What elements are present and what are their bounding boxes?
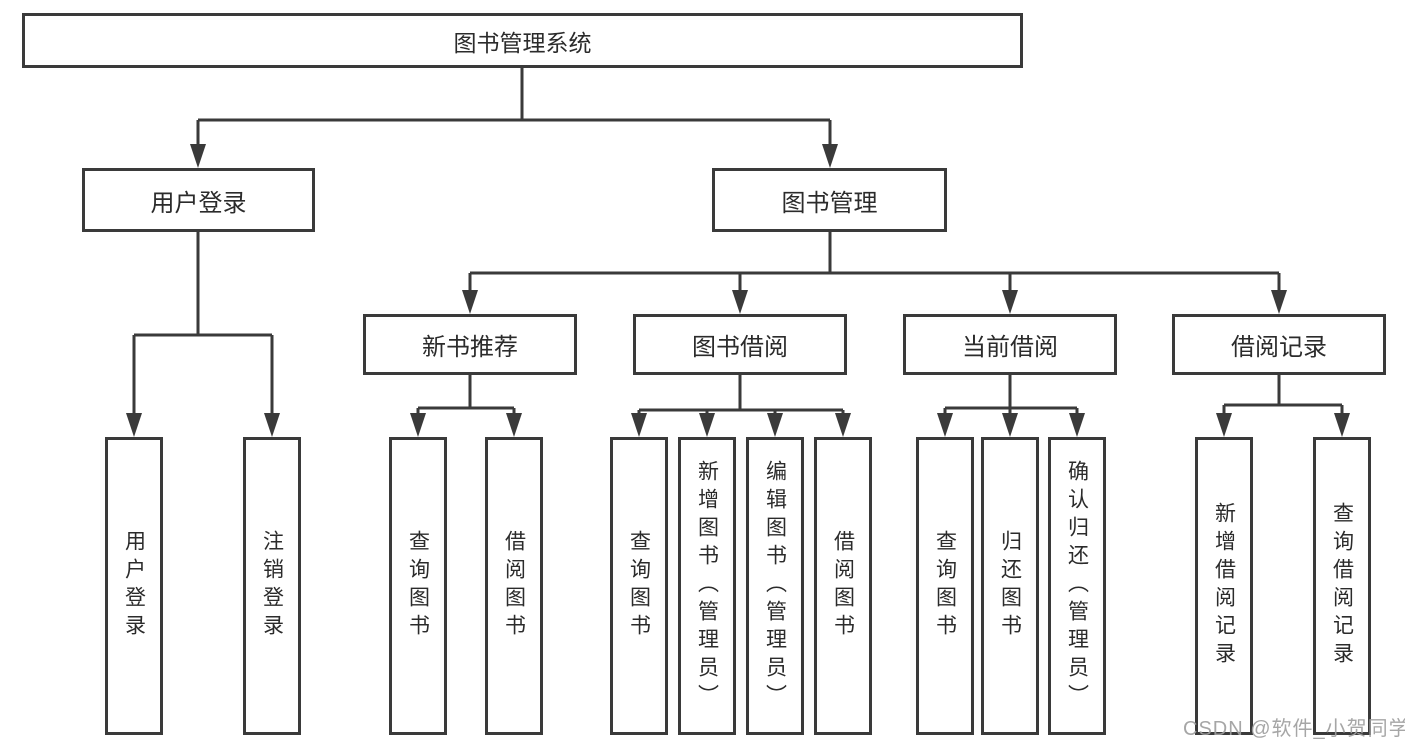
node-borrow-records: 借阅记录	[1172, 314, 1386, 375]
arrow-down-icon	[1002, 290, 1018, 314]
arrow-down-icon	[506, 413, 522, 437]
connector-user-login-to-leaves	[132, 232, 274, 419]
arrow-down-icon	[126, 413, 142, 437]
arrow-down-icon	[822, 144, 838, 168]
arrow-down-icon	[1271, 290, 1287, 314]
arrow-down-icon	[631, 413, 647, 437]
connector-book-management-to-level3	[468, 232, 1281, 296]
leaf-query-books-recommend: 查询图书	[389, 437, 447, 735]
leaf-borrow-book-recommend: 借阅图书	[485, 437, 543, 735]
watermark: CSDN @软件_小贺同学	[1183, 718, 1405, 740]
arrow-down-icon	[732, 290, 748, 314]
node-book-management: 图书管理	[712, 168, 947, 232]
leaf-borrow-book: 借阅图书	[814, 437, 872, 735]
node-current-borrow: 当前借阅	[903, 314, 1117, 375]
connector-borrow-records-to-leaves	[1222, 375, 1344, 419]
leaf-query-books-current: 查询图书	[916, 437, 974, 735]
node-user-login: 用户登录	[82, 168, 315, 232]
connector-current-borrow-to-leaves	[943, 375, 1079, 419]
leaf-edit-book-admin: 编辑图书（管理员）	[746, 437, 804, 735]
leaf-add-borrow-record: 新增借阅记录	[1195, 437, 1253, 735]
arrow-down-icon	[1069, 413, 1085, 437]
arrow-down-icon	[1216, 413, 1232, 437]
connector-book-borrow-to-leaves	[637, 375, 845, 419]
arrow-down-icon	[1002, 413, 1018, 437]
leaf-return-book: 归还图书	[981, 437, 1039, 735]
node-root: 图书管理系统	[22, 13, 1023, 68]
leaf-query-books-borrow: 查询图书	[610, 437, 668, 735]
arrow-down-icon	[767, 413, 783, 437]
arrow-down-icon	[190, 144, 206, 168]
leaf-query-borrow-record: 查询借阅记录	[1313, 437, 1371, 735]
arrow-down-icon	[699, 413, 715, 437]
node-new-book-recommend: 新书推荐	[363, 314, 577, 375]
connector-root-to-level2	[196, 68, 832, 150]
leaf-user-login: 用户登录	[105, 437, 163, 735]
arrow-down-icon	[1334, 413, 1350, 437]
arrow-down-icon	[462, 290, 478, 314]
connector-new-book-recommend-to-leaves	[416, 375, 516, 419]
leaf-logout: 注销登录	[243, 437, 301, 735]
arrow-down-icon	[835, 413, 851, 437]
node-book-borrow: 图书借阅	[633, 314, 847, 375]
arrow-down-icon	[264, 413, 280, 437]
arrow-down-icon	[937, 413, 953, 437]
arrowheads	[126, 144, 1350, 437]
leaf-confirm-return-admin: 确认归还（管理员）	[1048, 437, 1106, 735]
leaf-add-book-admin: 新增图书（管理员）	[678, 437, 736, 735]
arrow-down-icon	[410, 413, 426, 437]
